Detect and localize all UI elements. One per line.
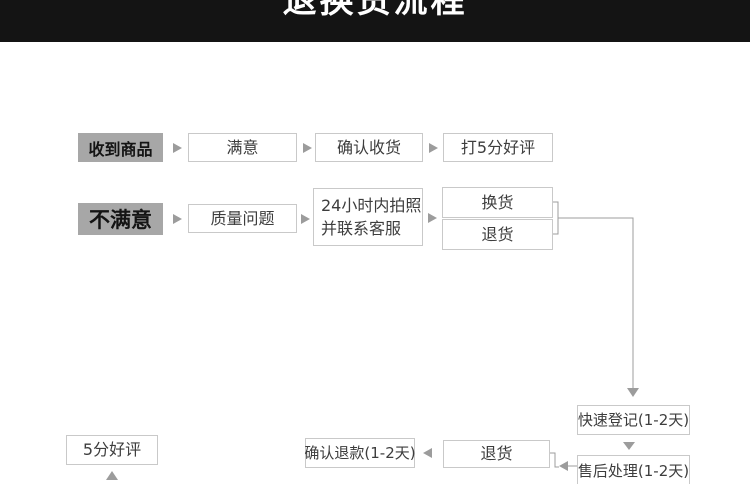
arrow-right-icon — [428, 213, 437, 223]
arrow-right-icon — [303, 143, 312, 153]
node-satisfied: 满意 — [188, 133, 297, 162]
arrow-left-icon — [559, 461, 568, 471]
node-five-star-review: 5分好评 — [66, 435, 158, 465]
node-after-sales-processing: 售后处理(1-2天) — [577, 455, 690, 484]
node-return-goods-bottom: 退货 — [443, 440, 550, 468]
arrow-right-icon — [173, 214, 182, 224]
node-photo-contact-service: 24小时内拍照 并联系客服 — [313, 188, 423, 246]
arrow-right-icon — [429, 143, 438, 153]
node-received-goods: 收到商品 — [78, 133, 163, 162]
arrow-right-icon — [173, 143, 182, 153]
node-exchange: 换货 — [442, 187, 553, 218]
photo-contact-line1: 24小时内拍照 — [321, 195, 422, 215]
arrow-down-icon — [623, 442, 635, 450]
node-unsatisfied: 不满意 — [78, 203, 163, 235]
node-give-five-star: 打5分好评 — [443, 133, 553, 162]
arrow-down-icon — [627, 388, 639, 397]
title-banner: 退换货流程 — [0, 0, 750, 42]
node-return-goods: 退货 — [442, 219, 553, 250]
bracket-connector — [553, 201, 634, 388]
node-quality-issue: 质量问题 — [188, 204, 297, 233]
page-title: 退换货流程 — [282, 0, 468, 21]
node-confirm-receipt: 确认收货 — [315, 133, 423, 162]
arrow-right-icon — [301, 214, 310, 224]
arrow-left-icon — [423, 448, 432, 458]
elbow-connector — [550, 452, 577, 468]
node-quick-register: 快速登记(1-2天) — [577, 405, 690, 435]
photo-contact-line2: 并联系客服 — [321, 219, 402, 238]
arrow-up-icon — [106, 471, 118, 480]
node-confirm-refund: 确认退款(1-2天) — [304, 438, 416, 468]
